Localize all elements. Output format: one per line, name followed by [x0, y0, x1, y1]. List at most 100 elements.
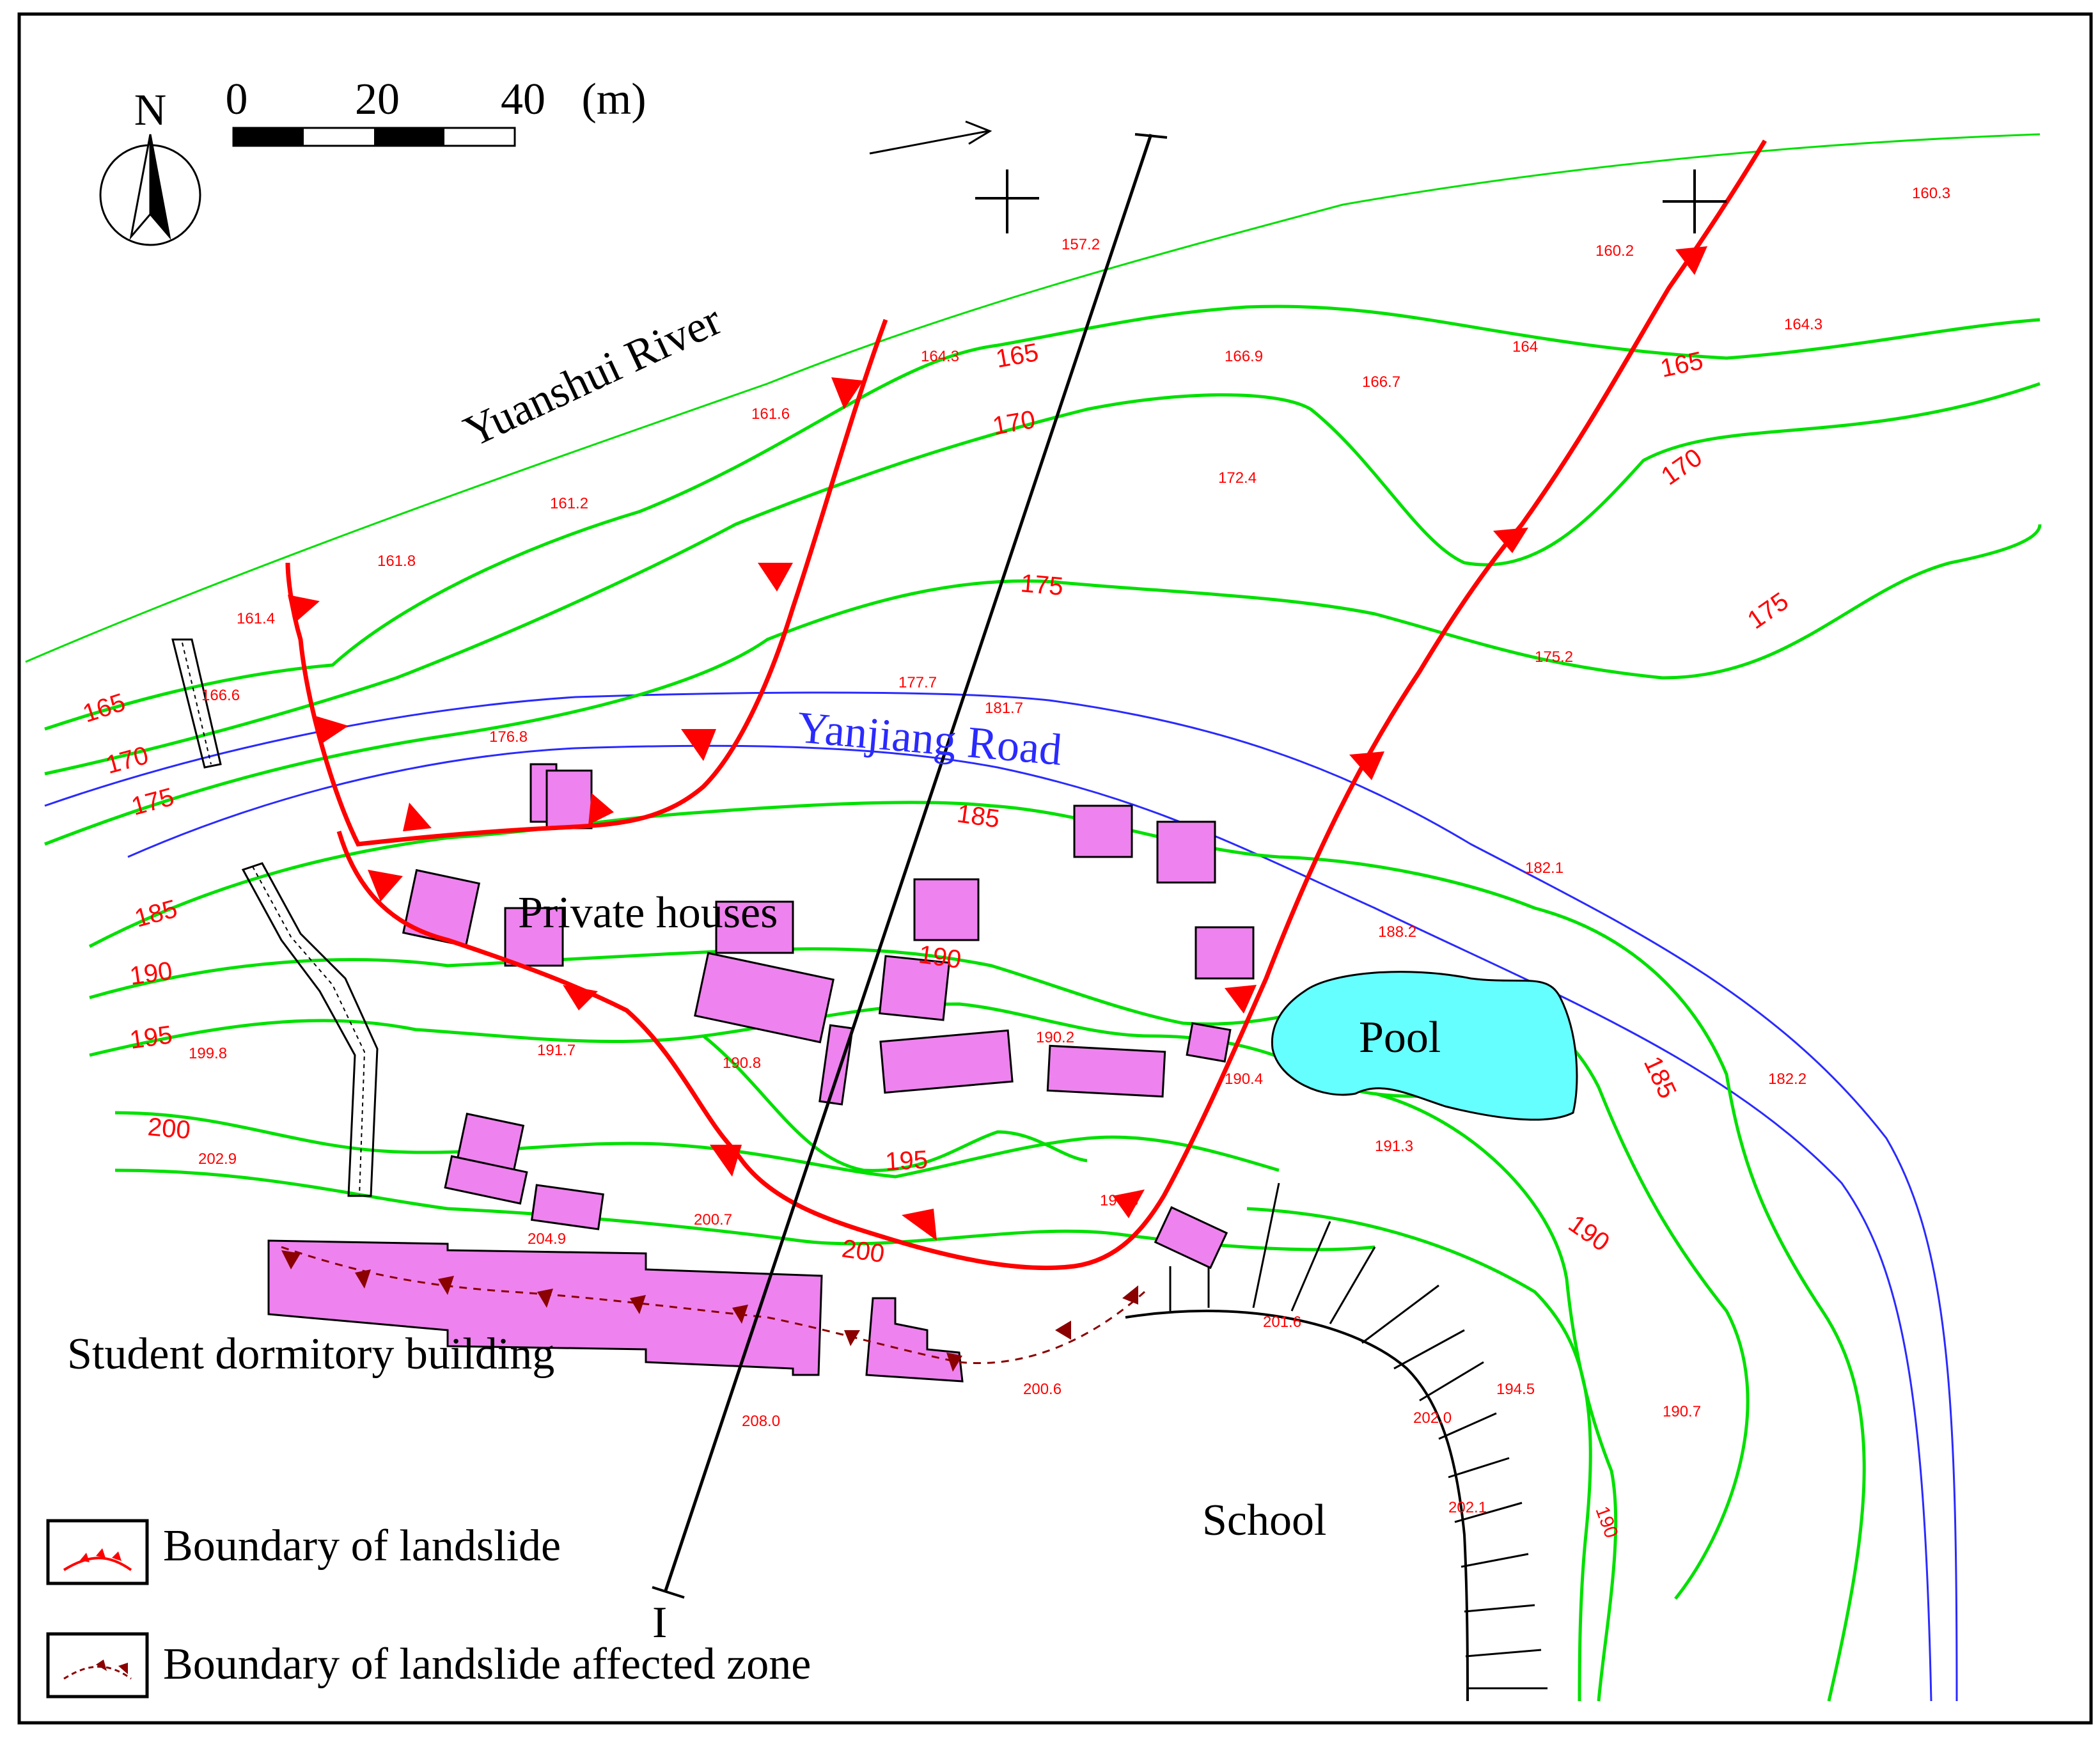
svg-text:202.9: 202.9: [198, 1150, 237, 1168]
contour-175: [44, 524, 2042, 846]
svg-text:177.7: 177.7: [898, 674, 937, 691]
school-boundary: [1125, 1309, 1469, 1702]
house: [819, 1024, 854, 1106]
school-structure: [1125, 1182, 1548, 1702]
svg-text:176.8: 176.8: [489, 728, 528, 746]
svg-text:185: 185: [955, 799, 1001, 833]
svg-text:157.2: 157.2: [1062, 236, 1100, 253]
scale-tick-40: 40: [501, 75, 545, 124]
buildings: [267, 763, 1255, 1383]
svg-text:201.6: 201.6: [1263, 1314, 1301, 1331]
svg-text:202.0: 202.0: [1413, 1409, 1452, 1427]
svg-text:190: 190: [917, 940, 963, 974]
svg-text:194.5: 194.5: [1496, 1381, 1535, 1398]
contour-school-2: [1374, 1092, 1618, 1702]
contour-200: [114, 1111, 1280, 1179]
house: [1046, 1044, 1166, 1098]
svg-text:190.4: 190.4: [1225, 1071, 1263, 1088]
svg-text:160.3: 160.3: [1912, 185, 1950, 202]
house: [1186, 1022, 1232, 1063]
svg-text:200: 200: [146, 1113, 191, 1145]
dormitory-label: Student dormitory building: [67, 1330, 554, 1379]
scale-unit: (m): [581, 75, 646, 124]
svg-text:190.2: 190.2: [1036, 1029, 1074, 1046]
contour-165: [44, 304, 2041, 731]
stairway-2: [241, 862, 379, 1197]
svg-text:161.6: 161.6: [751, 405, 790, 423]
stairways: [171, 638, 379, 1197]
house: [865, 1297, 964, 1383]
svg-text:182.1: 182.1: [1525, 859, 1563, 877]
legend: Boundary of landslide Boundary of landsl…: [46, 1519, 811, 1699]
svg-text:175.2: 175.2: [1535, 648, 1573, 666]
svg-text:182.2: 182.2: [1768, 1071, 1806, 1088]
house: [1195, 926, 1255, 980]
svg-text:166.7: 166.7: [1362, 373, 1400, 391]
svg-text:161.2: 161.2: [550, 495, 588, 512]
house: [444, 1155, 528, 1205]
svg-text:164.3: 164.3: [1784, 316, 1822, 333]
svg-text:200.6: 200.6: [1023, 1381, 1062, 1398]
scale-tick-20: 20: [355, 75, 400, 124]
road-edge-south: [127, 744, 1932, 1702]
map-frame: [17, 12, 2093, 1725]
house: [715, 900, 794, 954]
svg-text:196.8: 196.8: [1100, 1192, 1138, 1209]
legend-affected-label: Boundary of landslide affected zone: [163, 1640, 811, 1689]
house: [878, 955, 951, 1021]
svg-text:164: 164: [1512, 338, 1538, 356]
svg-text:191.7: 191.7: [537, 1042, 576, 1059]
stairway-1-steps: [182, 642, 212, 765]
landslide-ticks: [288, 246, 1707, 1241]
crosshairs: [975, 169, 1727, 233]
svg-text:191.3: 191.3: [1375, 1138, 1413, 1155]
house: [530, 1184, 604, 1230]
stairway-1: [171, 638, 222, 769]
svg-text:204.9: 204.9: [528, 1230, 566, 1248]
svg-text:161.4: 161.4: [237, 610, 275, 627]
house: [402, 868, 481, 948]
svg-text:166.6: 166.6: [201, 687, 240, 704]
spot-heights: 157.2 160.2 160.3 164.3 166.9 164 164.3 …: [189, 185, 1950, 1516]
svg-text:160.2: 160.2: [1595, 242, 1634, 260]
svg-text:208.0: 208.0: [742, 1413, 780, 1430]
svg-text:202.1: 202.1: [1448, 1499, 1487, 1516]
legend-landslide-label: Boundary of landslide: [163, 1521, 561, 1571]
house: [1073, 804, 1133, 858]
svg-text:181.7: 181.7: [985, 700, 1023, 717]
svg-text:195: 195: [128, 1021, 174, 1055]
house: [879, 1029, 1014, 1094]
river-bank: [25, 133, 2041, 663]
house: [694, 952, 835, 1044]
north-label: N: [134, 86, 167, 135]
section-label: I: [652, 1598, 667, 1647]
contour-195-mid: [702, 1035, 1088, 1172]
student-dormitory: [267, 1239, 823, 1376]
direction-arrow: [869, 120, 992, 155]
svg-text:200: 200: [840, 1234, 886, 1268]
scale-bar: 0 20 40 (m): [226, 75, 646, 147]
landslide-west-lobe: [285, 318, 888, 847]
legend-landslide-swatch: [46, 1519, 149, 1585]
svg-text:200.7: 200.7: [694, 1211, 732, 1228]
svg-text:199.8: 199.8: [189, 1045, 227, 1062]
house: [504, 907, 564, 967]
house: [1154, 1205, 1228, 1269]
svg-text:195: 195: [884, 1146, 929, 1176]
house: [545, 769, 593, 829]
private-houses-label: Private houses: [518, 888, 778, 938]
contour-170: [44, 382, 2041, 776]
svg-text:164.3: 164.3: [921, 348, 959, 365]
scale-tick-0: 0: [226, 75, 248, 124]
house: [913, 878, 980, 941]
svg-text:190.7: 190.7: [1663, 1403, 1701, 1420]
north-arrow: N: [99, 86, 201, 246]
svg-text:188.2: 188.2: [1378, 923, 1416, 941]
school-hatching: [1169, 1182, 1548, 1690]
landslide-boundary: [285, 139, 1767, 1271]
section-line: [652, 133, 1168, 1599]
svg-text:190.8: 190.8: [723, 1055, 761, 1072]
house: [1156, 820, 1216, 884]
svg-text:172.4: 172.4: [1218, 469, 1257, 487]
